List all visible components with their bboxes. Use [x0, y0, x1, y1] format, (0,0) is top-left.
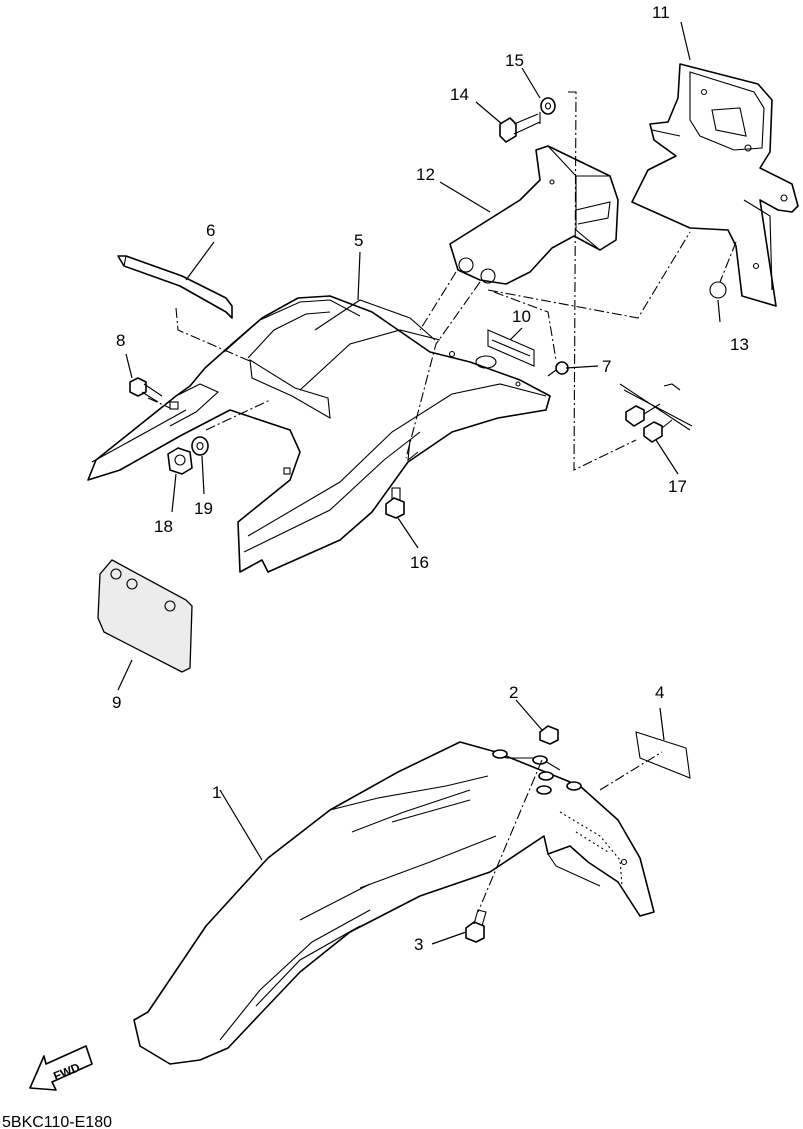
nut-icon [167, 447, 193, 475]
nut-icon [539, 725, 559, 745]
rear-fender-part [87, 295, 551, 573]
callout-2: 2 [509, 683, 518, 702]
callout-9: 9 [112, 693, 121, 712]
callout-1: 1 [212, 783, 221, 802]
callout-12: 12 [416, 165, 435, 184]
bolt-icon [619, 383, 693, 443]
fwd-arrow-icon: FWD [29, 1045, 93, 1091]
callout-15: 15 [505, 51, 524, 70]
bolt-icon [385, 487, 405, 519]
license-bracket-part [631, 63, 799, 307]
fender-bolts [492, 749, 582, 795]
callout-14: 14 [450, 85, 469, 104]
callout-8: 8 [116, 331, 125, 350]
callout-4: 4 [655, 683, 664, 702]
grommet-icon [458, 257, 474, 273]
callout-3: 3 [414, 935, 423, 954]
callout-16: 16 [410, 553, 429, 572]
screw-icon [547, 361, 569, 377]
seat-pad-part [117, 255, 233, 319]
cap-icon [709, 281, 727, 299]
washer-icon [540, 97, 556, 115]
drawing-code: 5BKC110-E180 [2, 1114, 112, 1129]
callout-7: 7 [602, 357, 611, 376]
front-fender-part [133, 741, 655, 1065]
bolt-icon [129, 377, 163, 403]
grommet-icon [480, 268, 496, 284]
bolt-icon [465, 909, 487, 943]
bracket-part [449, 145, 619, 285]
callout-10: 10 [512, 307, 531, 326]
callout-5: 5 [354, 231, 363, 250]
callout-11: 11 [652, 3, 670, 22]
callout-18: 18 [154, 517, 173, 536]
collar-icon [191, 436, 209, 456]
bolt-icon [499, 112, 541, 143]
callout-17: 17 [668, 477, 687, 496]
label-decal-part [487, 329, 535, 367]
reflector-part [97, 559, 193, 673]
caution-label-part [635, 731, 691, 779]
callout-13: 13 [730, 335, 749, 354]
callout-19: 19 [194, 499, 213, 518]
callout-6: 6 [206, 221, 215, 240]
